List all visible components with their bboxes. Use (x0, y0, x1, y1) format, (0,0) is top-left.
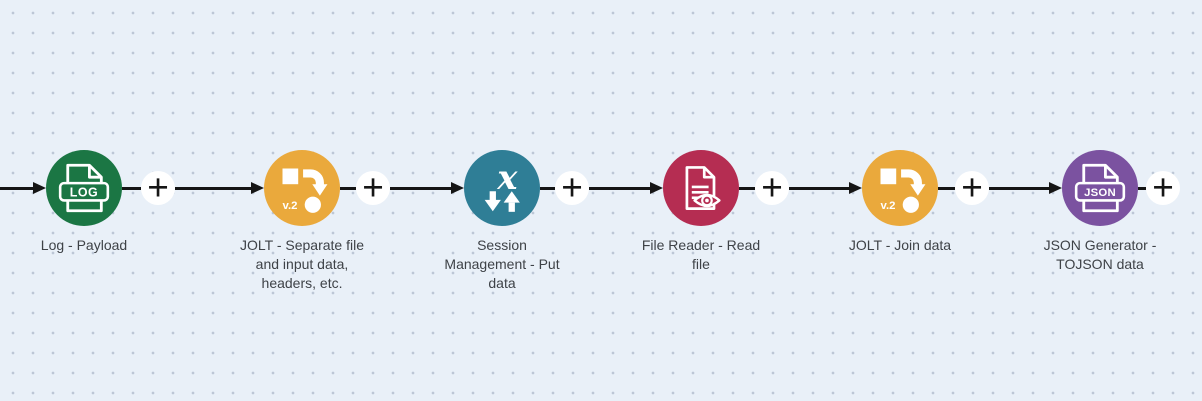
jolt-transform-icon[interactable]: v.2 (862, 150, 938, 226)
connector-line (540, 187, 555, 190)
json-file-icon[interactable]: JSON (1062, 150, 1138, 226)
connector-line (789, 187, 849, 190)
connector-line (390, 187, 451, 190)
connector-line (739, 187, 755, 190)
node-label: JSON Generator - TOJSON data (1043, 237, 1157, 272)
session-exchange-icon[interactable]: x (464, 150, 540, 226)
file-reader-eye-icon[interactable] (663, 150, 739, 226)
session-exchange-icon: x (484, 162, 520, 212)
plus-icon: + (961, 166, 983, 208)
node-label: JOLT - Separate file and input data, hea… (240, 237, 364, 291)
arrowhead-icon (650, 181, 663, 194)
add-snap-button[interactable]: + (755, 166, 789, 208)
snap-node-jolt-separate[interactable]: v.2 JOLT - Separate file and input data,… (240, 150, 364, 291)
snap-node-jolt-join[interactable]: v.2 JOLT - Join data (849, 150, 951, 253)
connector-line (340, 187, 356, 190)
plus-icon: + (362, 166, 384, 208)
plus-icon: + (147, 166, 169, 208)
arrowhead-icon (451, 181, 464, 194)
svg-text:x: x (496, 162, 518, 197)
add-snap-button[interactable]: + (141, 166, 175, 208)
plus-icon: + (761, 166, 783, 208)
snap-node-file-reader[interactable]: File Reader - Read file (642, 150, 760, 272)
node-label: Session Management - Put data (444, 237, 560, 291)
snap-node-session-management[interactable]: x Session Management - Put data (444, 150, 560, 291)
snap-node-json-generator[interactable]: JSON JSON Generator - TOJSON data (1044, 150, 1156, 272)
svg-text:JSON: JSON (1084, 187, 1116, 199)
snap-node-log-payload[interactable]: LOG Log - Payload (41, 150, 127, 253)
json-file-icon: JSON (1074, 163, 1126, 213)
add-snap-button[interactable]: + (1146, 166, 1180, 208)
arrowhead-icon (33, 181, 46, 194)
node-label: JOLT - Join data (848, 237, 952, 253)
node-label: Log - Payload (40, 237, 128, 253)
arrowhead-icon (1049, 181, 1062, 194)
jolt-transform-icon[interactable]: v.2 (264, 150, 340, 226)
add-snap-button[interactable]: + (356, 166, 390, 208)
connector-line (0, 187, 34, 190)
svg-text:v.2: v.2 (881, 200, 896, 212)
svg-text:LOG: LOG (70, 185, 99, 199)
plus-icon: + (1152, 166, 1174, 208)
node-label: File Reader - Read file (641, 237, 761, 272)
plus-icon: + (561, 166, 583, 208)
connector-line (989, 187, 1049, 190)
log-file-icon: LOG (58, 163, 110, 213)
connector-line (1138, 187, 1146, 190)
connector-line (175, 187, 252, 190)
connector-line (589, 187, 650, 190)
log-file-icon[interactable]: LOG (46, 150, 122, 226)
file-reader-eye-icon (685, 166, 721, 210)
svg-text:v.2: v.2 (283, 200, 298, 212)
arrowhead-icon (849, 181, 862, 194)
arrowhead-icon (251, 181, 264, 194)
connector-line (938, 187, 955, 190)
jolt-transform-icon: v.2 (282, 168, 328, 213)
add-snap-button[interactable]: + (555, 166, 589, 208)
add-snap-button[interactable]: + (955, 166, 989, 208)
jolt-transform-icon: v.2 (880, 168, 926, 213)
connector-line (122, 187, 141, 190)
